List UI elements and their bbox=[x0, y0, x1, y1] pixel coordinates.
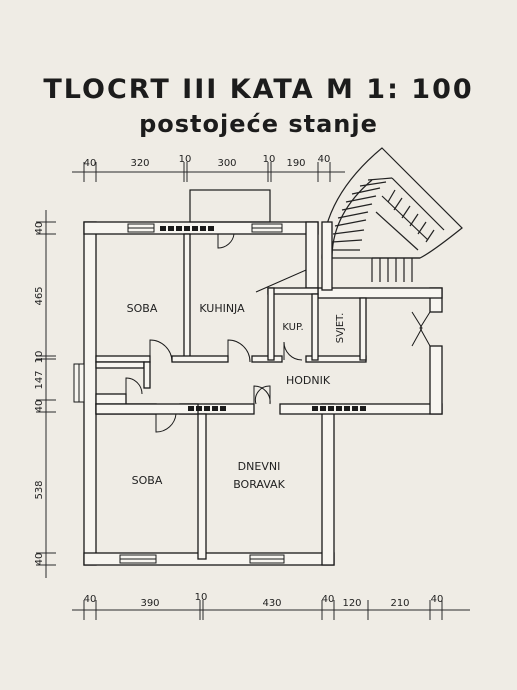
plan-subtitle: postojeće stanje bbox=[139, 110, 378, 138]
dim-bottom-6: 210 bbox=[390, 598, 409, 609]
room-label-dnevni: DNEVNI bbox=[238, 460, 281, 473]
dim-left-1: 465 bbox=[34, 286, 45, 305]
dim-bottom-0: 40 bbox=[84, 594, 97, 605]
dim-bottom-3: 430 bbox=[262, 598, 281, 609]
dim-left-0: 40 bbox=[34, 222, 45, 235]
dim-bottom-4: 40 bbox=[322, 594, 335, 605]
dim-left-6: 40 bbox=[34, 553, 45, 566]
left-dimension-labels: 40 465 10 147 40 538 40 bbox=[34, 222, 45, 566]
balcony bbox=[189, 189, 271, 223]
dim-left-3: 147 bbox=[34, 370, 45, 389]
room-label-svjet: SVJET. bbox=[335, 313, 346, 344]
dimension-lines bbox=[36, 162, 470, 620]
dim-bottom-5: 120 bbox=[342, 598, 361, 609]
staircase bbox=[321, 147, 463, 282]
dim-top-4: 10 bbox=[263, 154, 276, 165]
room-label-hodnik: HODNIK bbox=[286, 374, 331, 387]
dim-bottom-2: 10 bbox=[195, 592, 208, 603]
room-labels: SOBA KUHINJA KUP. SVJET. HODNIK SOBA DNE… bbox=[127, 302, 346, 491]
dim-bottom-7: 40 bbox=[431, 594, 444, 605]
dim-left-2: 10 bbox=[34, 351, 45, 364]
plan-title: TLOCRT III KATA M 1: 100 bbox=[43, 74, 474, 105]
room-label-kuhinja: KUHINJA bbox=[199, 302, 245, 315]
bottom-dimension-labels: 40 390 10 430 40 120 210 40 bbox=[84, 592, 444, 609]
dim-left-4: 40 bbox=[34, 400, 45, 413]
dim-top-0: 40 bbox=[84, 158, 97, 169]
dim-top-2: 10 bbox=[179, 154, 192, 165]
room-label-soba-top: SOBA bbox=[127, 302, 158, 315]
room-label-boravak: BORAVAK bbox=[233, 478, 285, 491]
top-dimension-labels: 40 320 10 300 10 190 40 bbox=[84, 154, 331, 169]
dim-top-5: 190 bbox=[286, 158, 305, 169]
door-swings bbox=[125, 233, 431, 433]
windows bbox=[73, 223, 285, 564]
dim-left-5: 538 bbox=[34, 480, 45, 499]
dim-top-1: 320 bbox=[130, 158, 149, 169]
radiators bbox=[160, 226, 366, 411]
dim-bottom-1: 390 bbox=[140, 598, 159, 609]
room-label-soba-bottom: SOBA bbox=[132, 474, 163, 487]
room-label-kup: KUP. bbox=[282, 322, 303, 333]
dim-top-6: 40 bbox=[318, 154, 331, 165]
dim-top-3: 300 bbox=[217, 158, 236, 169]
